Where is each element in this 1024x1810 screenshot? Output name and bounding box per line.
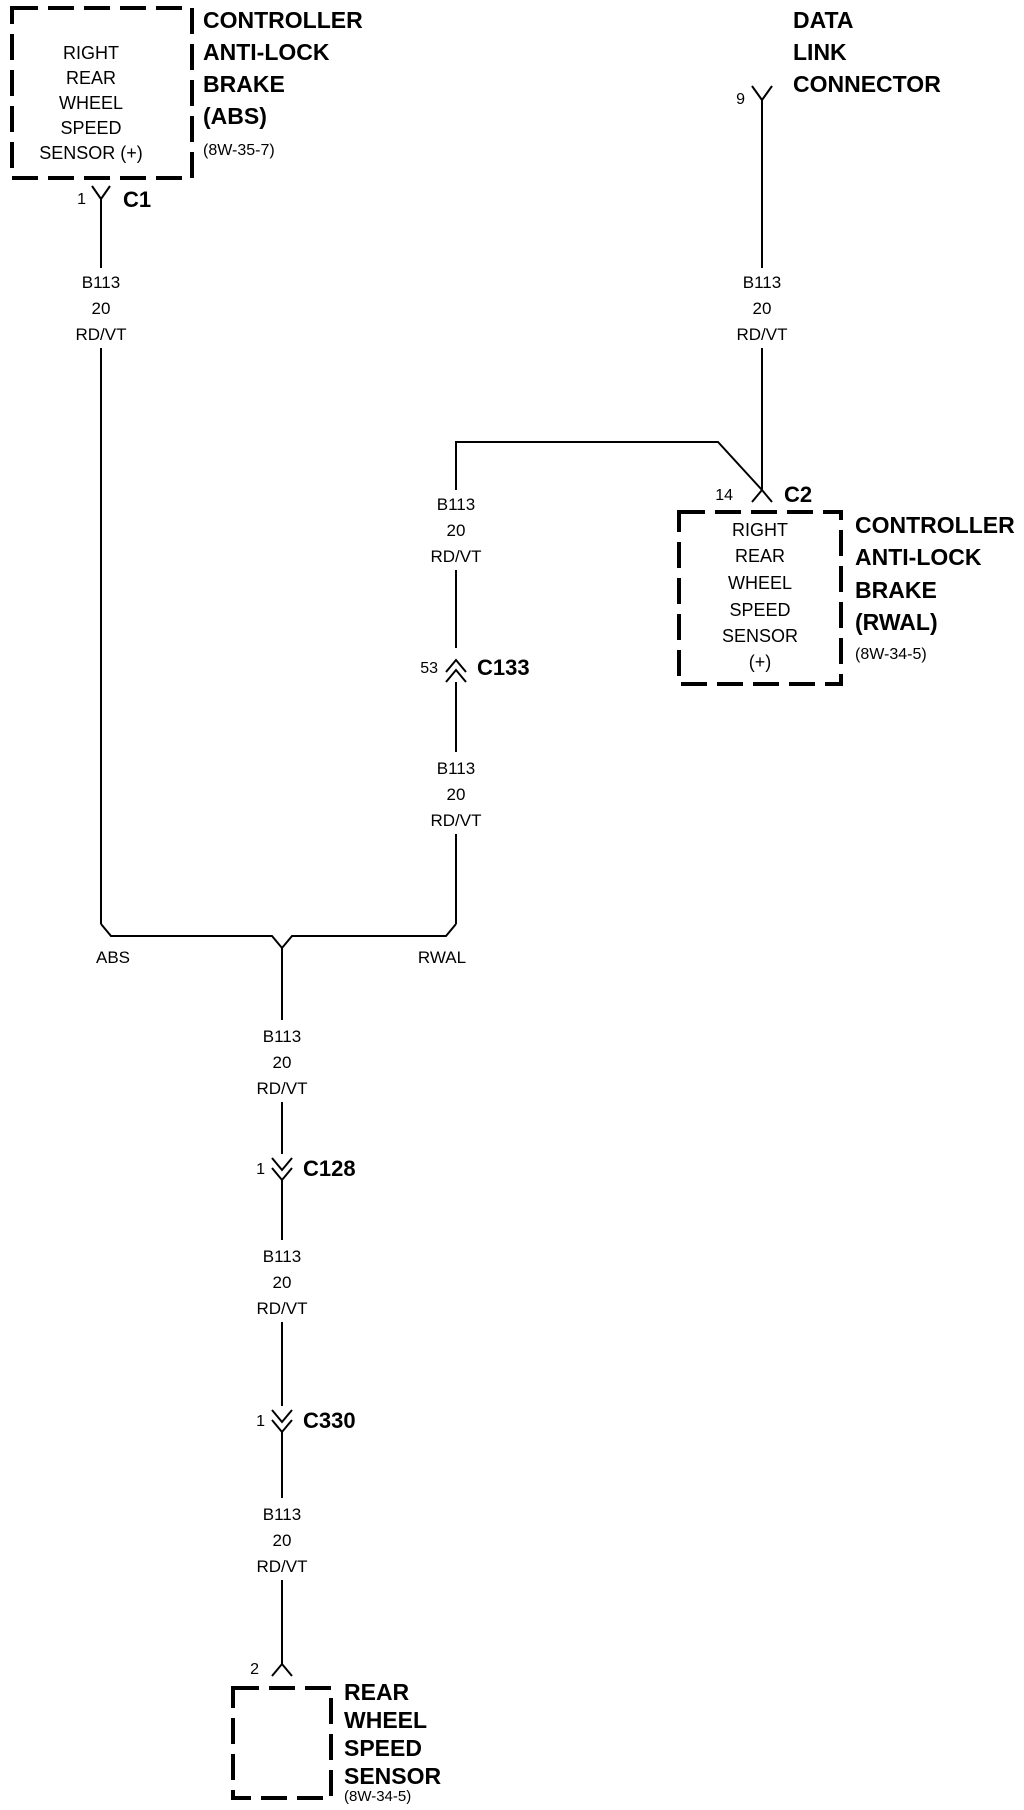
data-link-connector: DATA LINK CONNECTOR 9 [736, 7, 941, 112]
abs-inner-line: REAR [66, 68, 116, 88]
rwal-title-line: ANTI-LOCK [855, 544, 982, 570]
wire-gauge: 20 [447, 785, 466, 804]
sensor-connector-symbol [271, 1662, 293, 1677]
rwal-inner-line: (+) [749, 652, 772, 672]
abs-controller-box [10, 6, 194, 180]
wire-circuit: B113 [263, 1247, 301, 1266]
c1-label: C1 [123, 187, 151, 212]
rwal-inner-line: RIGHT [732, 520, 788, 540]
c133-connector: 53 C133 [420, 655, 530, 683]
c330-pin: 1 [256, 1413, 265, 1430]
wire-gauge: 20 [273, 1531, 292, 1550]
wire-circuit: B113 [437, 495, 475, 514]
c133-connector-symbol [445, 658, 467, 683]
wire-color: RD/VT [257, 1079, 308, 1098]
c2-label: C2 [784, 482, 812, 507]
rwal-inner-line: SPEED [729, 600, 790, 620]
dlc-pin: 9 [736, 91, 745, 108]
c1-connector-symbol [91, 185, 111, 210]
wire-circuit: B113 [437, 759, 475, 778]
c133-label: C133 [477, 655, 530, 680]
wire-circuit: B113 [82, 273, 120, 292]
abs-ref: (8W-35-7) [203, 142, 275, 159]
c128-label: C128 [303, 1156, 356, 1181]
junction-bus [100, 923, 457, 950]
c128-connector-symbol [271, 1157, 293, 1182]
c133-pin: 53 [420, 660, 438, 677]
junction-abs-label: ABS [96, 948, 130, 967]
dlc-title-line: LINK [793, 39, 847, 65]
wire-gauge: 20 [447, 521, 466, 540]
c2-connector-symbol [751, 488, 773, 503]
wire-gauge: 20 [273, 1053, 292, 1072]
abs-inner-line: SPEED [60, 118, 121, 138]
wire-gauge: 20 [273, 1273, 292, 1292]
rwal-splice-wire [455, 441, 763, 491]
abs-title-line: CONTROLLER [203, 7, 363, 33]
rwal-inner-line: WHEEL [728, 573, 792, 593]
sensor-title-line: SENSOR [344, 1763, 442, 1789]
wire-color: RD/VT [257, 1299, 308, 1318]
wire-color: RD/VT [257, 1557, 308, 1576]
dlc-title-line: CONNECTOR [793, 71, 941, 97]
wire-color: RD/VT [431, 547, 482, 566]
rwal-controller-box [677, 510, 843, 686]
c330-connector: 1 C330 [256, 1408, 356, 1434]
wire-color: RD/VT [431, 811, 482, 830]
abs-inner-line: WHEEL [59, 93, 123, 113]
abs-controller: RIGHT REAR WHEEL SPEED SENSOR (+) CONTRO… [10, 6, 363, 212]
rwal-title-line: (RWAL) [855, 609, 938, 635]
c2-pin: 14 [715, 487, 733, 504]
rwal-controller: 14 C2 RIGHT REAR WHEEL SPEED SENSOR (+) … [677, 482, 1015, 686]
c330-connector-symbol [271, 1409, 293, 1434]
sensor-box [231, 1686, 333, 1800]
c330-label: C330 [303, 1408, 356, 1433]
wire-gauge: 20 [92, 299, 111, 318]
abs-title-line: (ABS) [203, 103, 267, 129]
wire-color: RD/VT [76, 325, 127, 344]
dlc-title-line: DATA [793, 7, 853, 33]
abs-inner-line: RIGHT [63, 43, 119, 63]
wire-circuit: B113 [743, 273, 781, 292]
sensor-pin: 2 [250, 1661, 259, 1678]
c128-connector: 1 C128 [256, 1156, 356, 1182]
rwal-title-line: CONTROLLER [855, 512, 1015, 538]
sensor-ref-visible: (8W-34-5) [344, 1788, 412, 1805]
abs-title-line: BRAKE [203, 71, 285, 97]
wire-color: RD/VT [737, 325, 788, 344]
rwal-title-line: BRAKE [855, 577, 937, 603]
rwal-inner-line: SENSOR [722, 626, 798, 646]
sensor-title-line: WHEEL [344, 1707, 427, 1733]
junction-rwal-label: RWAL [418, 948, 466, 967]
dlc-connector-symbol [751, 85, 773, 112]
sensor-title-line: REAR [344, 1679, 410, 1705]
abs-inner-line: SENSOR (+) [39, 143, 143, 163]
wire-circuit: B113 [263, 1505, 301, 1524]
c1-pin: 1 [77, 191, 86, 208]
abs-title-line: ANTI-LOCK [203, 39, 330, 65]
rear-wheel-speed-sensor: 2 REAR WHEEL SPEED SENSOR (8W-34-5) [231, 1661, 442, 1800]
wire-gauge: 20 [753, 299, 772, 318]
c128-pin: 1 [256, 1161, 265, 1178]
wire-circuit: B113 [263, 1027, 301, 1046]
sensor-title-line: SPEED [344, 1735, 422, 1761]
rwal-ref: (8W-34-5) [855, 646, 927, 663]
rwal-inner-line: REAR [735, 546, 785, 566]
